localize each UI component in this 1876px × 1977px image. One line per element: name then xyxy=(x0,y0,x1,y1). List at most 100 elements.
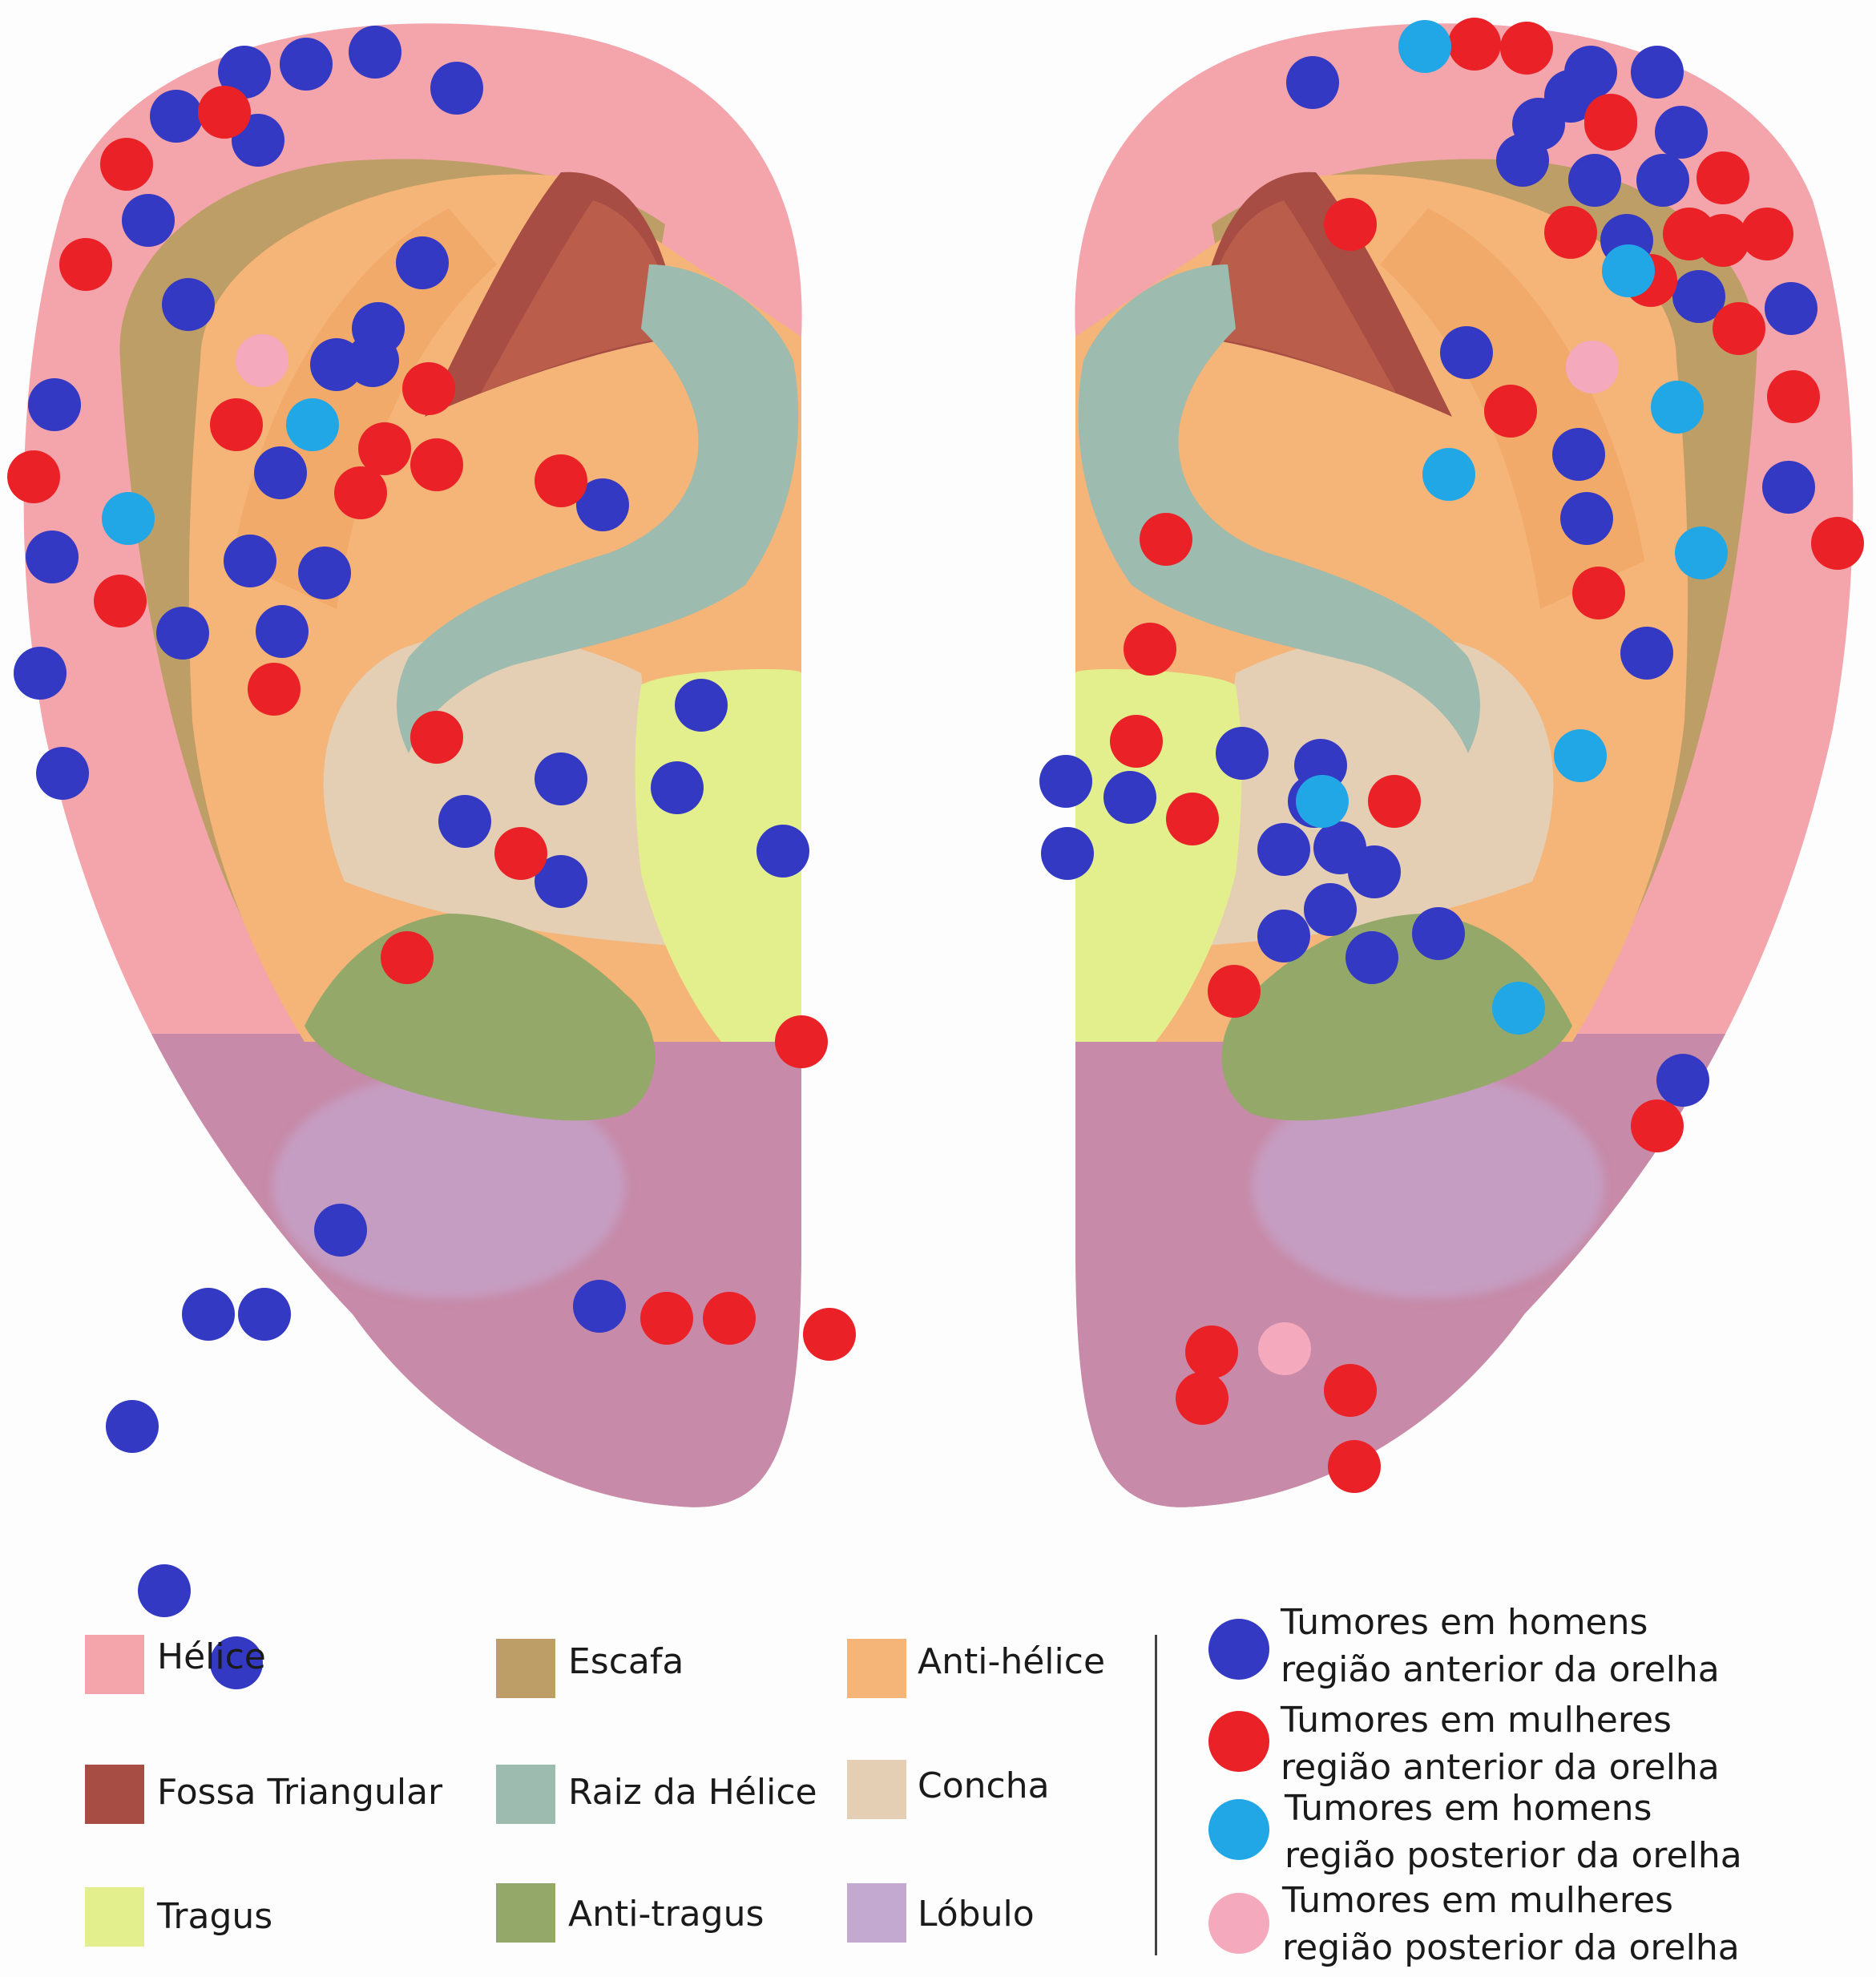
right-ear-women-ant-point xyxy=(1368,775,1421,828)
left-ear-women-ant-point xyxy=(535,454,587,507)
left-ear-women-ant-point xyxy=(775,1015,828,1068)
right-ear-men-ant-point xyxy=(1345,931,1398,984)
right-ear-men-ant-point xyxy=(1631,46,1684,99)
right-ear-women-ant-point xyxy=(1631,1099,1684,1152)
label-escafa: Escafa xyxy=(568,1641,684,1682)
marker-men-posterior-text: Tumores em homens região posterior da or… xyxy=(1285,1788,1742,1877)
right-ear-women-ant-point xyxy=(1767,370,1820,423)
left-ear-men-ant-point xyxy=(224,535,276,587)
left-ear-men-ant-point xyxy=(210,1636,263,1689)
right-ear-men-ant-point xyxy=(1636,154,1689,207)
swatch-antihelice xyxy=(847,1639,906,1698)
right-ear-women-ant-point xyxy=(1110,715,1163,768)
right-ear-women-ant-point xyxy=(1124,623,1176,676)
marker-men-anterior-dot xyxy=(1208,1619,1269,1680)
right-ear-women-ant-point xyxy=(1140,513,1192,566)
right-ear-men-ant-point xyxy=(1440,326,1493,379)
left-ear-women-ant-point xyxy=(410,438,463,491)
left-ear-men-post-point xyxy=(102,492,155,545)
left-ear-women-ant-point xyxy=(1324,1364,1377,1417)
left-ear-men-ant-point xyxy=(396,236,449,289)
left-ear-women-ant-point xyxy=(1328,1440,1381,1493)
left-ear-men-ant-point xyxy=(438,795,491,848)
left-ear-men-ant-point xyxy=(254,446,307,499)
left-ear-men-ant-point xyxy=(349,26,401,79)
left-ear-men-ant-point xyxy=(535,855,587,908)
left-ear-men-ant-point xyxy=(156,607,209,660)
right-ear-men-ant-point xyxy=(1412,907,1465,960)
swatch-antitragus xyxy=(496,1883,555,1943)
right-ear-men-post-point xyxy=(1422,448,1475,501)
left-ear-women-ant-point xyxy=(494,827,547,880)
left-ear-men-ant-point xyxy=(162,278,215,331)
left-ear-men-ant-point xyxy=(314,1204,367,1257)
left-ear-men-ant-point xyxy=(26,531,79,583)
right-ear-men-ant-point xyxy=(1039,755,1092,808)
right-ear-men-ant-point xyxy=(1552,428,1605,481)
left-ear-men-ant-point xyxy=(218,46,271,99)
right-ear-men-ant-point xyxy=(1257,910,1310,962)
right-ear-women-ant-point xyxy=(1696,151,1749,204)
left-ear-men-ant-point xyxy=(138,1564,191,1617)
left-ear-men-ant-point xyxy=(756,825,809,878)
swatch-concha xyxy=(847,1760,906,1819)
left-ear-women-ant-point xyxy=(94,575,147,627)
label-helice: Hélice xyxy=(157,1636,266,1677)
left-ear-men-ant-point xyxy=(106,1400,159,1453)
label-tragus: Tragus xyxy=(157,1896,273,1937)
left-ear-men-ant-point xyxy=(573,1280,626,1333)
swatch-raiz xyxy=(496,1765,555,1824)
left-ear-women-post-point xyxy=(236,334,288,387)
right-ear-men-ant-point xyxy=(1560,492,1613,545)
label-antihelice: Anti-hélice xyxy=(918,1641,1106,1682)
legend-divider xyxy=(1155,1635,1157,1955)
right-ear-women-ant-point xyxy=(1544,206,1597,259)
left-ear-men-ant-point xyxy=(238,1288,291,1341)
right-ear-men-ant-point xyxy=(1304,883,1357,936)
left-ear-women-ant-point xyxy=(803,1308,856,1361)
right-ear-men-ant-point xyxy=(1041,827,1094,880)
right-ear-men-ant-point xyxy=(1765,282,1818,335)
right-ear-men-ant-point xyxy=(1568,154,1621,207)
left-ear-men-post-point xyxy=(286,398,339,451)
left-ear-women-ant-point xyxy=(248,663,301,716)
right-ear-women-ant-point xyxy=(1324,198,1377,251)
right-ear-women-ant-point xyxy=(1696,214,1749,267)
swatch-helice xyxy=(85,1635,144,1694)
right-ear-women-ant-point xyxy=(1584,98,1637,151)
marker-women-anterior-dot xyxy=(1208,1711,1269,1772)
marker-men-anterior-text: Tumores em homens região anterior da ore… xyxy=(1281,1602,1720,1691)
left-ear-men-ant-point xyxy=(14,647,67,700)
right-ear-men-ant-point xyxy=(1672,270,1725,323)
right-ear-men-ant-point xyxy=(1348,845,1401,898)
left-ear-men-ant-point xyxy=(430,62,483,115)
swatch-escafa xyxy=(496,1639,555,1698)
right-ear-women-ant-point xyxy=(1208,965,1261,1018)
left-ear-men-ant-point xyxy=(298,547,351,599)
left-ear-men-ant-point xyxy=(576,478,629,531)
right-ear-men-ant-point xyxy=(1762,461,1815,514)
label-fossa: Fossa Triangular xyxy=(157,1772,443,1813)
right-ear-women-post-point xyxy=(1566,341,1619,393)
right-ear-men-ant-point xyxy=(1103,771,1156,824)
left-ear-women-ant-point xyxy=(1176,1372,1228,1425)
left-ear-women-ant-point xyxy=(334,466,387,519)
left-ear-men-ant-point xyxy=(675,679,728,732)
swatch-fossa xyxy=(85,1765,144,1824)
left-ear-men-ant-point xyxy=(36,747,89,800)
right-ear-men-post-point xyxy=(1554,729,1607,782)
right-ear-women-ant-point xyxy=(1811,517,1864,570)
left-ear-women-ant-point xyxy=(7,450,60,503)
label-lobulo: Lóbulo xyxy=(918,1894,1035,1935)
marker-women-posterior-dot xyxy=(1208,1893,1269,1954)
right-ear-women-ant-point xyxy=(1572,567,1625,619)
left-ear-men-ant-point xyxy=(535,752,587,805)
marker-men-posterior-dot xyxy=(1208,1799,1269,1860)
left-ear-women-ant-point xyxy=(210,398,263,451)
right-ear-men-post-point xyxy=(1675,527,1728,579)
left-ear-men-ant-point xyxy=(256,605,309,658)
right-ear-men-post-point xyxy=(1492,982,1545,1035)
left-ear-men-ant-point xyxy=(150,90,203,143)
right-ear-men-ant-point xyxy=(1544,70,1597,123)
